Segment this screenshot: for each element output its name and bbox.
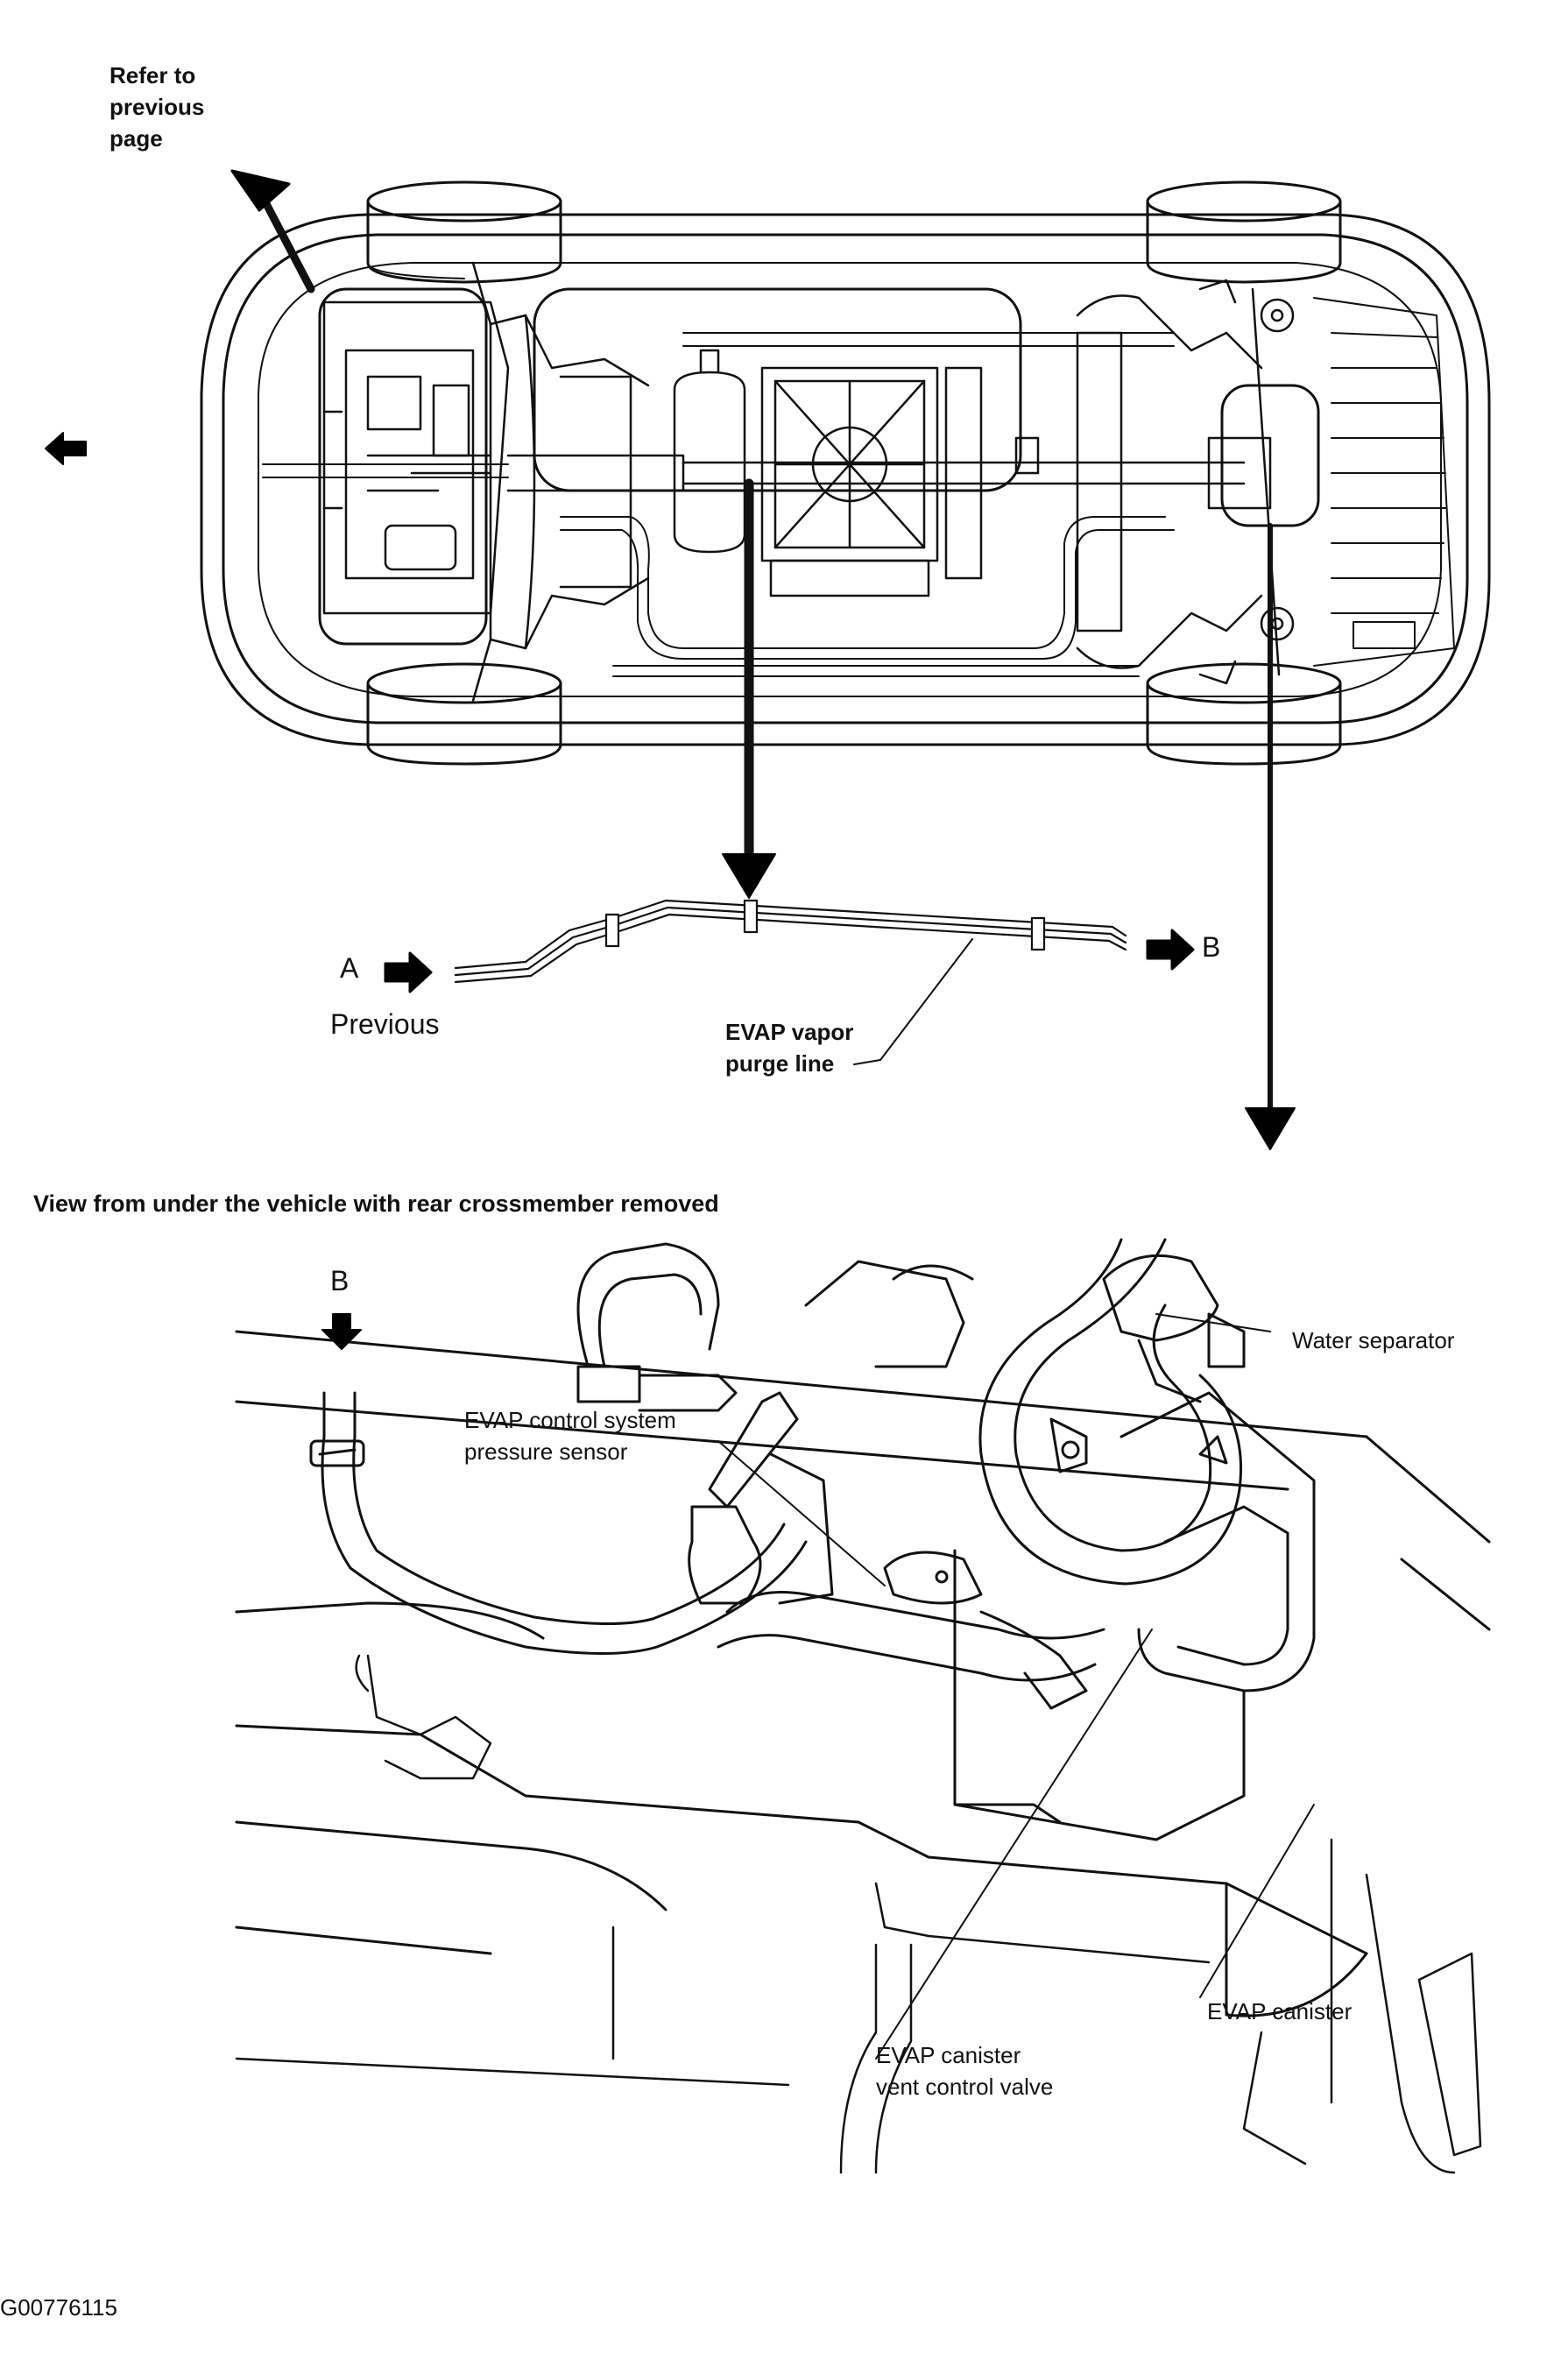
label-refer-to-previous-page: Refer to previous page bbox=[109, 62, 205, 152]
engine-assembly bbox=[322, 300, 510, 615]
fuel-filter bbox=[673, 349, 746, 554]
detail-hose-from-b bbox=[309, 1391, 808, 1655]
label-evap-canister-vent-control-valve: EVAP canister vent control valve bbox=[876, 2042, 1054, 2100]
front-direction-arrow bbox=[45, 432, 87, 465]
wheel-rear-right bbox=[1146, 662, 1342, 766]
arrow-to-purge-line bbox=[722, 478, 776, 899]
vehicle-body-outline bbox=[200, 213, 1491, 746]
fuel-tank bbox=[760, 366, 1040, 597]
evap-vapor-purge-line bbox=[454, 899, 1127, 1065]
detail-vent-control-valve bbox=[717, 1551, 1105, 1710]
arrow-a-into-line bbox=[384, 951, 433, 993]
arrow-b-out-of-line bbox=[1146, 929, 1195, 971]
label-connection-b-detail: B bbox=[330, 1265, 350, 1297]
highlight-box-engine bbox=[318, 287, 488, 646]
detail-pressure-sensor bbox=[576, 1242, 834, 1605]
label-connection-b: B bbox=[1202, 931, 1221, 963]
front-suspension bbox=[471, 261, 650, 703]
leader-lines bbox=[717, 1313, 1315, 2060]
wheel-rear-left bbox=[1146, 180, 1342, 284]
detail-canister-body bbox=[953, 1312, 1316, 1841]
label-figure-id: G00776115 bbox=[0, 2294, 117, 2321]
label-water-separator: Water separator bbox=[1292, 1327, 1455, 1353]
wheel-front-right bbox=[366, 662, 562, 766]
muffler bbox=[1313, 297, 1455, 667]
wheel-front-left bbox=[366, 180, 562, 284]
label-previous: Previous bbox=[330, 1008, 440, 1040]
drive-shaft bbox=[506, 436, 1272, 510]
label-view-caption: View from under the vehicle with rear cr… bbox=[33, 1191, 719, 1217]
arrow-to-detail-view bbox=[1245, 523, 1296, 1150]
label-connection-a: A bbox=[340, 952, 359, 984]
arrow-b-detail bbox=[321, 1313, 362, 1350]
brake-fuel-lines bbox=[262, 332, 1175, 677]
label-evap-vapor-purge-line: EVAP vapor purge line bbox=[725, 1019, 854, 1077]
detail-large-vent-hose bbox=[978, 1238, 1243, 1586]
highlight-box-center bbox=[533, 287, 1022, 492]
label-evap-canister: EVAP canister bbox=[1207, 1998, 1353, 2024]
detail-under-structure bbox=[235, 1654, 1482, 2174]
label-evap-control-system-pressure-sensor: EVAP control system pressure sensor bbox=[464, 1407, 676, 1465]
detail-chassis-frame bbox=[235, 1330, 1491, 2017]
arrow-refer-previous bbox=[230, 169, 315, 293]
detail-water-separator bbox=[804, 1254, 1219, 1403]
rear-suspension bbox=[1076, 279, 1295, 685]
